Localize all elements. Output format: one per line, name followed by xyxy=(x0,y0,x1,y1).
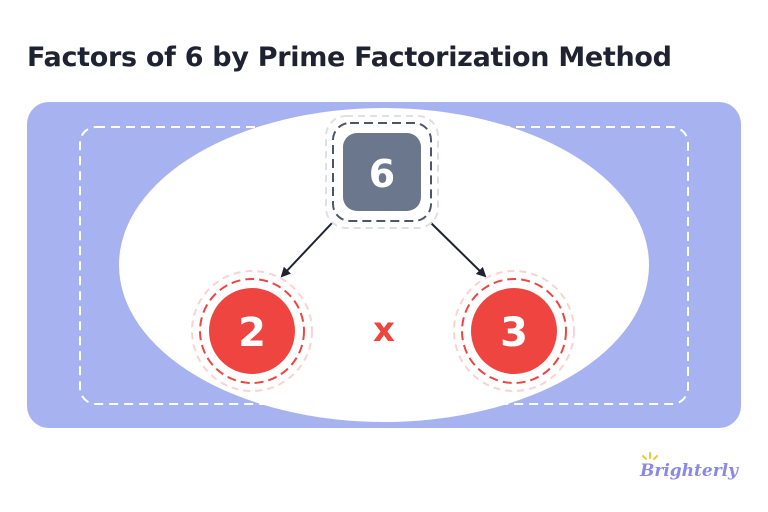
root-value: 6 xyxy=(369,152,395,196)
arrow-to-left-factor xyxy=(280,222,333,278)
brand-name: Brighterly xyxy=(639,461,739,481)
left-factor-node: 2 xyxy=(191,270,313,392)
page-title: Factors of 6 by Prime Factorization Meth… xyxy=(27,42,672,73)
left-factor-circle xyxy=(209,288,295,374)
root-node: 6 xyxy=(325,115,439,229)
root-box xyxy=(343,133,421,211)
brighterly-logo: Brighterly xyxy=(639,452,739,481)
right-factor-circle xyxy=(471,288,557,374)
multiply-operator: x xyxy=(373,310,395,350)
sun-icon xyxy=(642,452,658,460)
right-factor-value: 3 xyxy=(500,310,528,356)
left-factor-value: 2 xyxy=(238,310,266,356)
arrow-to-right-factor xyxy=(430,222,487,278)
right-factor-node: 3 xyxy=(453,270,575,392)
